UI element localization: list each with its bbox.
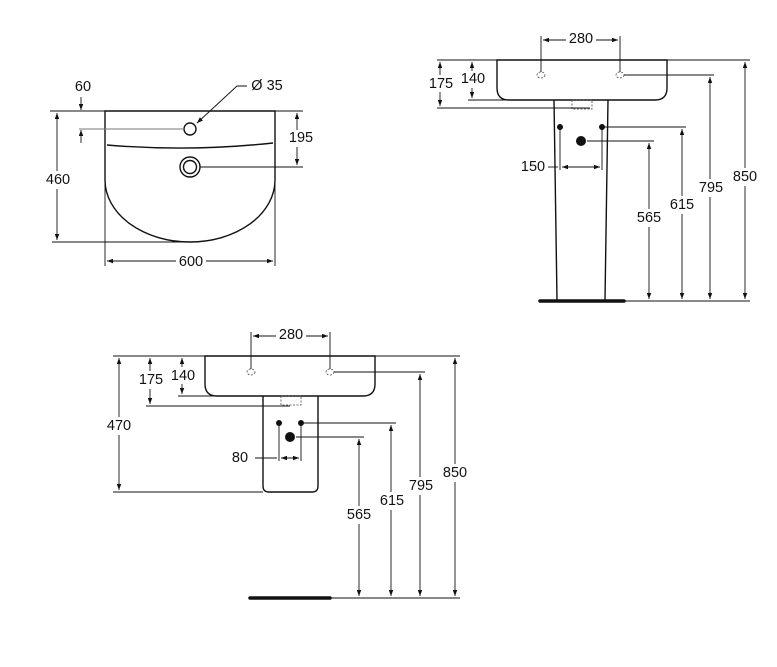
dim-280-label: 280: [279, 327, 303, 343]
dim-850-label: 850: [733, 169, 757, 185]
dim-175-label: 175: [429, 76, 453, 92]
dim-diameter-label: Ø 35: [251, 78, 282, 94]
dim-795-label: 795: [409, 478, 433, 494]
waste-point: [576, 136, 586, 146]
tap-hole-right: [325, 368, 335, 376]
basin-front: [496, 59, 668, 101]
dim-80-label: 80: [232, 450, 248, 466]
tap-hole: [183, 122, 197, 136]
trap: [571, 99, 593, 110]
dim-565-label: 565: [347, 507, 371, 523]
top-view: 460 60 195 600 Ø 35: [44, 78, 316, 270]
dim-565-label: 565: [637, 210, 661, 226]
tap-hole-right: [615, 71, 625, 79]
pedestal-view: 280 175 140 150 565 615 795 850: [428, 31, 760, 303]
pedestal: [553, 99, 558, 301]
semi-pedestal-view: 280 175 140 470 80 565 615 795 850: [105, 327, 470, 600]
tap-hole-left: [536, 71, 546, 79]
dim-60-label: 60: [75, 79, 91, 95]
trap: [280, 395, 302, 406]
dim-600-label: 600: [179, 254, 203, 270]
basin-rim: [106, 142, 274, 149]
dim-175-label: 175: [139, 372, 163, 388]
dim-280-label: 280: [569, 31, 593, 47]
basin-outline: [104, 110, 276, 243]
dim-795-label: 795: [699, 180, 723, 196]
dim-470-label: 470: [107, 418, 131, 434]
dim-615-label: 615: [670, 197, 694, 213]
dim-140-label: 140: [461, 71, 485, 87]
dim-140-label: 140: [171, 368, 195, 384]
waste-point: [285, 432, 295, 442]
dim-195-label: 195: [289, 130, 313, 146]
tap-hole-left: [246, 368, 256, 376]
basin-front: [204, 355, 376, 397]
dim-460-label: 460: [46, 172, 70, 188]
dim-850-label: 850: [443, 465, 467, 481]
semi-pedestal: [262, 396, 319, 493]
dim-615-label: 615: [380, 493, 404, 509]
dim-150-label: 150: [521, 159, 545, 175]
